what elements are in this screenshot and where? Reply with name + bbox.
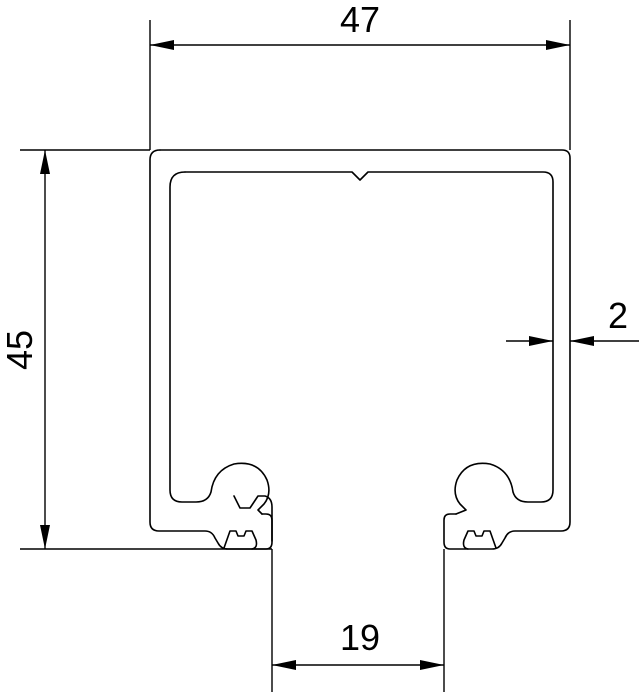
dimension-slot-opening-label: 19: [340, 617, 380, 658]
arrowhead-slot-right: [420, 660, 444, 670]
dimension-width: 47: [150, 0, 570, 50]
dimension-wall-thickness-label: 2: [608, 295, 628, 336]
arrowhead-inner: [529, 336, 553, 346]
profile-inner-outline: [169, 171, 554, 515]
arrowhead-bottom: [40, 525, 50, 549]
dimension-height-label: 45: [0, 330, 40, 370]
arrowhead-slot-left: [272, 660, 296, 670]
left-lip-groove: [223, 530, 258, 550]
dimension-wall-thickness: 2: [506, 295, 639, 346]
dimension-height: 45: [0, 150, 50, 549]
arrowhead-outer: [570, 336, 594, 346]
dimension-width-label: 47: [340, 0, 380, 40]
arrowhead-top: [40, 150, 50, 174]
arrowhead-right: [546, 40, 570, 50]
right-lip-groove: [462, 530, 497, 550]
dimension-slot-opening: 19: [272, 617, 444, 670]
extension-lines: [20, 20, 571, 692]
profile-outer-outline: [150, 150, 571, 550]
arrowhead-left: [150, 40, 174, 50]
